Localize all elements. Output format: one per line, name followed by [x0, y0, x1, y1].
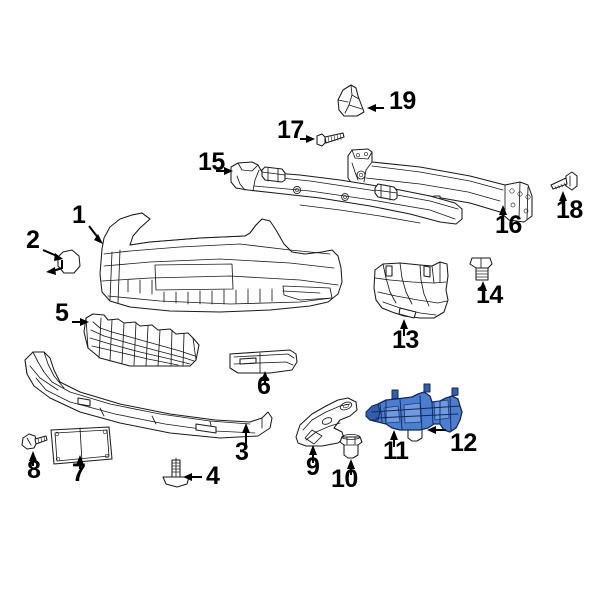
callout-label-10[interactable]: 10 — [331, 465, 358, 493]
callout-label-6[interactable]: 6 — [257, 372, 271, 400]
leader-lines — [29, 104, 567, 481]
part-19-impact-bracket-wedge — [337, 84, 365, 117]
part-14-hex-flange-bolt — [469, 257, 493, 281]
part-13-air-duct-lower-deflector — [373, 261, 449, 319]
callout-label-15[interactable]: 15 — [198, 148, 225, 176]
part-8-license-plate-screw — [21, 433, 48, 450]
part-15-bumper-energy-absorber — [230, 161, 463, 225]
callout-label-19[interactable]: 19 — [389, 87, 416, 115]
callout-label-2[interactable]: 2 — [26, 226, 40, 254]
callout-label-12[interactable]: 12 — [450, 429, 477, 457]
callout-label-1[interactable]: 1 — [72, 201, 86, 229]
part-18-flange-head-bolt-right — [550, 171, 578, 191]
part-6-fog-lamp-bezel-cover — [229, 349, 298, 374]
part-7-license-plate-bracket — [50, 426, 113, 465]
callout-label-16[interactable]: 16 — [495, 211, 522, 239]
callout-label-11[interactable]: 11 — [383, 437, 409, 465]
callout-label-13[interactable]: 13 — [392, 326, 419, 354]
callout-label-7[interactable]: 7 — [72, 459, 86, 487]
part-1-front-bumper-cover — [99, 212, 343, 313]
callout-label-8[interactable]: 8 — [27, 456, 41, 484]
callout-label-5[interactable]: 5 — [55, 299, 69, 327]
part-17-flange-head-bolt — [316, 132, 345, 147]
callout-label-17[interactable]: 17 — [277, 116, 304, 144]
part-5-lower-grille — [83, 313, 200, 367]
part-4-push-pin-retainer-screw — [162, 457, 190, 488]
callout-label-3[interactable]: 3 — [235, 438, 249, 466]
part-11-bumper-mounting-bracket[interactable] — [365, 383, 463, 433]
part-9-bumper-side-bracket-left — [295, 397, 358, 447]
part-10-retainer-grommet-nut — [339, 434, 363, 459]
callout-label-9[interactable]: 9 — [306, 453, 320, 481]
callout-label-18[interactable]: 18 — [556, 196, 583, 224]
callout-label-4[interactable]: 4 — [206, 462, 220, 490]
callout-label-14[interactable]: 14 — [476, 281, 503, 309]
